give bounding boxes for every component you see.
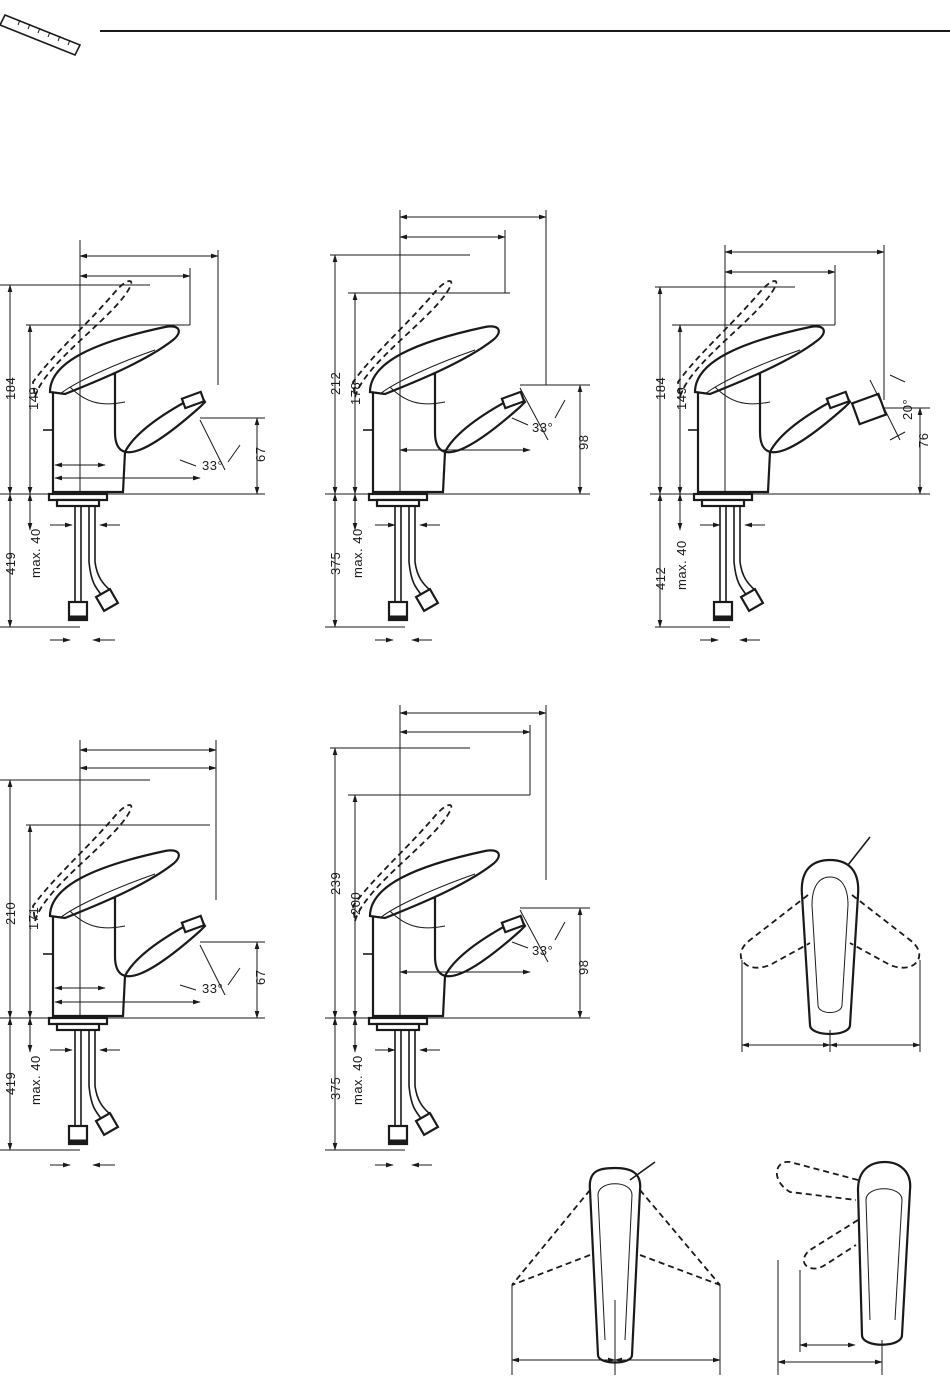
spout-height: 67	[253, 970, 268, 985]
front-view-1	[741, 837, 920, 1052]
height-below: 375	[328, 552, 343, 575]
faucet-side-view	[678, 281, 850, 620]
ruler-icon	[0, 15, 80, 55]
spout-angle: 33°	[532, 943, 553, 958]
faucet-front-view	[741, 837, 920, 1034]
max-thread: max. 40	[350, 1055, 365, 1105]
bidet-nozzle	[852, 394, 886, 424]
height-below: 412	[653, 567, 668, 590]
front-view-3	[777, 1162, 910, 1375]
max-thread: max. 40	[674, 540, 689, 590]
spout-height: 76	[916, 433, 931, 448]
faucet-front-view	[858, 1162, 910, 1345]
height-total: 239	[328, 872, 343, 895]
max-thread: max. 40	[28, 528, 43, 578]
height-total: 210	[3, 902, 18, 925]
view-4-basin-mixer-raised: 210 171 419 max. 40 67 33°	[0, 740, 268, 1165]
view-1-basin-mixer: 184 149 419 max. 40 67 33°	[0, 240, 268, 640]
spout-height: 67	[253, 447, 268, 462]
faucet-side-view	[33, 805, 205, 1144]
front-view-2	[512, 1162, 720, 1375]
faucet-side-view	[353, 805, 525, 1144]
view-2-basin-mixer-tall: 212 178 375 max. 40 98 33°	[325, 210, 591, 640]
faucet-side-view	[33, 281, 205, 620]
nozzle-angle: 20°	[900, 399, 915, 420]
height-total: 184	[3, 377, 18, 400]
spout-angle: 33°	[202, 981, 223, 996]
height-spout: 149	[26, 387, 41, 410]
height-spout: 171	[26, 907, 41, 930]
height-below: 375	[328, 1077, 343, 1100]
height-total: 184	[653, 377, 668, 400]
height-spout: 149	[674, 387, 689, 410]
view-3-bidet-mixer: 184 149 412 max. 40 76 20°	[650, 245, 931, 640]
height-spout: 178	[348, 382, 363, 405]
height-total: 212	[328, 372, 343, 395]
spout-angle: 33°	[202, 458, 223, 473]
max-thread: max. 40	[28, 1055, 43, 1105]
spout-height: 98	[576, 435, 591, 450]
spout-angle: 33°	[532, 420, 553, 435]
spout-height: 98	[576, 960, 591, 975]
max-thread: max. 40	[350, 528, 365, 578]
view-5-basin-mixer-tall-raised: 239 200 375 max. 40 98 33°	[325, 705, 591, 1165]
height-spout: 200	[348, 892, 363, 915]
height-below: 419	[3, 1072, 18, 1095]
height-below: 419	[3, 552, 18, 575]
